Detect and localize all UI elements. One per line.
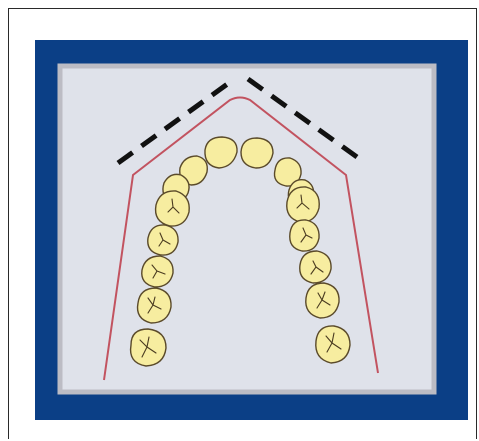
tooth-third-molar-right [316, 326, 350, 363]
tooth-second-premolar-right [290, 220, 319, 251]
tooth-first-premolar-left [156, 191, 190, 226]
diagram-background [60, 66, 434, 392]
tooth-central-incisor-right [241, 138, 273, 168]
